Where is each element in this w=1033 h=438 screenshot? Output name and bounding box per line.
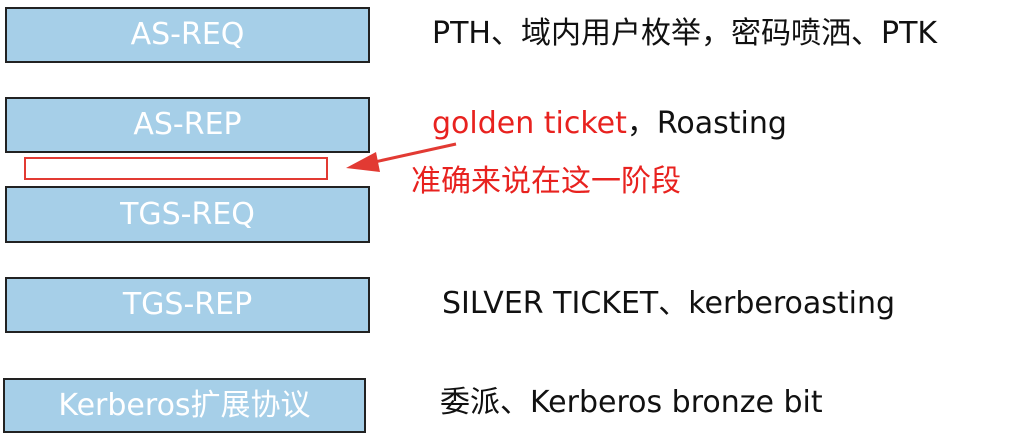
stage-as-req: AS-REQ (5, 7, 370, 63)
note-kerberos-extension: 委派、Kerberos bronze bit (440, 385, 823, 420)
note-as-rep-golden-ticket: golden ticket (432, 106, 627, 141)
stage-tgs-req: TGS-REQ (5, 186, 370, 243)
stage-as-req-label: AS-REQ (130, 17, 245, 52)
stage-kerberos-extension: Kerberos扩展协议 (3, 378, 366, 433)
pointer-arrow-head (346, 152, 380, 172)
pointer-arrow-shaft (369, 142, 457, 165)
stage-kerberos-extension-label: Kerberos扩展协议 (58, 387, 311, 423)
stage-tgs-rep-label: TGS-REP (122, 287, 253, 322)
stage-as-rep: AS-REP (5, 97, 370, 153)
stage-tgs-rep: TGS-REP (5, 277, 370, 333)
note-tgs-rep: SILVER TICKET、kerberoasting (442, 286, 896, 321)
note-as-req: PTH、域内用户枚举，密码喷洒、PTK (432, 16, 938, 51)
stage-as-rep-label: AS-REP (133, 107, 242, 142)
between-stage-highlight (24, 157, 328, 180)
stage-tgs-req-label: TGS-REQ (120, 196, 255, 232)
note-as-rep: golden ticket，Roasting (432, 109, 787, 139)
note-as-rep-roasting: ，Roasting (626, 106, 787, 141)
annotation-text: 准确来说在这一阶段 (411, 164, 681, 199)
